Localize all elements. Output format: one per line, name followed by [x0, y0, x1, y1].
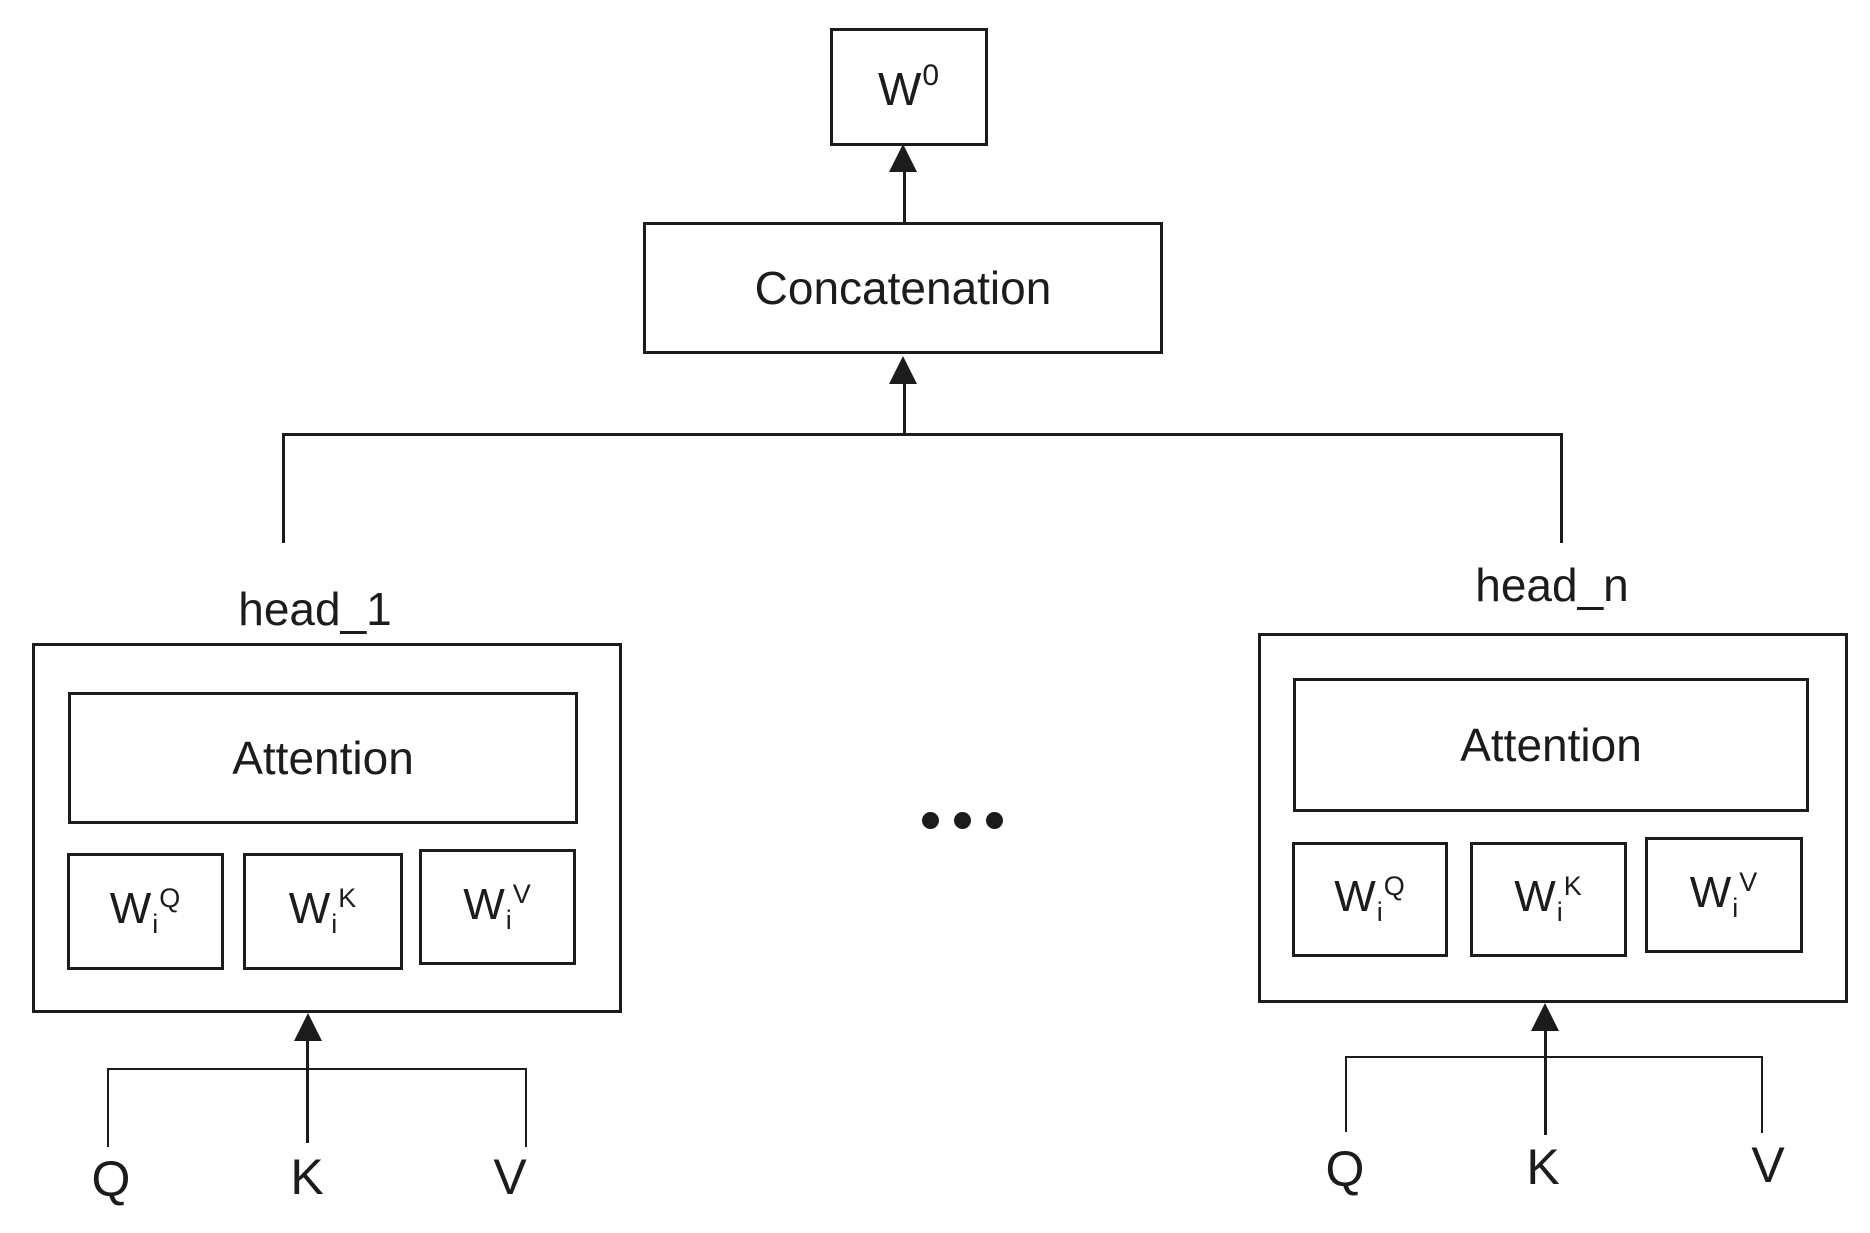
w-subscript: i	[152, 909, 160, 939]
connector-right-drop-line	[1560, 433, 1563, 543]
ellipsis-dot	[954, 812, 971, 829]
head-n-v-input-line	[1761, 1056, 1763, 1133]
head-n-input-bracket	[1345, 1056, 1763, 1058]
head-1-weight-q-formula: WiQ	[110, 883, 182, 940]
head-n-weight-v-box: WiV	[1645, 837, 1803, 953]
head-n-attention-label: Attention	[1460, 719, 1642, 771]
head-n-weight-q-box: WiQ	[1292, 842, 1448, 957]
arrow-up-icon	[1531, 1003, 1559, 1031]
w-subscript: i	[1732, 892, 1740, 923]
head-1-attention-box: Attention	[68, 692, 578, 824]
head-1-attention-label: Attention	[232, 732, 414, 784]
head-1-weight-k-formula: WiK	[289, 883, 358, 940]
w-base: W	[1334, 872, 1377, 921]
w-base: W	[288, 884, 332, 933]
concatenation-label: Concatenation	[754, 262, 1052, 314]
w-base: W	[463, 879, 506, 929]
head-1-v-input-line	[525, 1068, 527, 1147]
arrow-line-concat-to-w0	[903, 170, 906, 224]
concatenation-box: Concatenation	[643, 222, 1163, 354]
w-base: W	[109, 884, 153, 933]
head-n-weight-k-formula: WiK	[1514, 871, 1583, 928]
head-1-weight-v-formula: WiV	[463, 879, 532, 936]
w-superscript: Q	[1383, 871, 1406, 901]
arrow-line-heads-to-concat	[903, 382, 906, 435]
head-1-q-input-line	[107, 1068, 109, 1147]
output-weight-superscript: 0	[922, 58, 941, 92]
w-superscript: K	[338, 883, 358, 913]
connector-left-drop-line	[282, 433, 285, 543]
head-n-q-input-line	[1345, 1056, 1347, 1132]
head-1-weight-k-box: WiK	[243, 853, 403, 970]
ellipsis-dot	[922, 812, 939, 829]
head-n-attention-box: Attention	[1293, 678, 1809, 812]
connector-horizontal-line	[282, 433, 1563, 436]
w-subscript: i	[331, 909, 339, 939]
w-superscript: V	[1739, 866, 1759, 897]
head-n-input-v-label: V	[1751, 1137, 1785, 1193]
ellipsis-dot	[986, 812, 1003, 829]
head-1-weight-v-box: WiV	[419, 849, 576, 965]
head-n-weight-k-box: WiK	[1470, 842, 1627, 957]
head-1-k-input-line	[306, 1039, 309, 1143]
head-1-title: head_1	[238, 583, 392, 635]
ellipsis-text: ...	[922, 812, 923, 813]
w-subscript: i	[1376, 897, 1384, 927]
w-base: W	[1514, 872, 1557, 921]
head-1-weight-q-box: WiQ	[67, 853, 224, 970]
head-n-k-input-line	[1544, 1029, 1547, 1135]
head-1-input-v-label: V	[493, 1149, 527, 1205]
head-n-title: head_n	[1475, 559, 1629, 611]
head-n-input-k-label: K	[1526, 1139, 1560, 1195]
w-subscript: i	[1556, 897, 1564, 927]
w-superscript: K	[1563, 871, 1583, 901]
head-1-input-bracket	[107, 1068, 527, 1070]
head-n-input-q-label: Q	[1325, 1141, 1365, 1197]
output-weight-formula: W0	[878, 59, 940, 116]
head-1-input-q-label: Q	[91, 1151, 131, 1207]
head-1-input-k-label: K	[290, 1149, 324, 1205]
arrow-up-icon	[889, 356, 917, 384]
output-weight-base: W	[877, 62, 923, 115]
w-superscript: Q	[159, 883, 182, 913]
arrow-up-icon	[294, 1013, 322, 1041]
arrow-up-icon	[889, 144, 917, 172]
head-n-weight-v-formula: WiV	[1690, 867, 1759, 924]
ellipsis-icon: ...	[922, 812, 1003, 829]
output-weight-box: W0	[830, 28, 988, 146]
head-n-weight-q-formula: WiQ	[1334, 871, 1406, 928]
w-base: W	[1689, 867, 1733, 917]
w-subscript: i	[505, 904, 513, 935]
w-superscript: V	[512, 878, 532, 909]
